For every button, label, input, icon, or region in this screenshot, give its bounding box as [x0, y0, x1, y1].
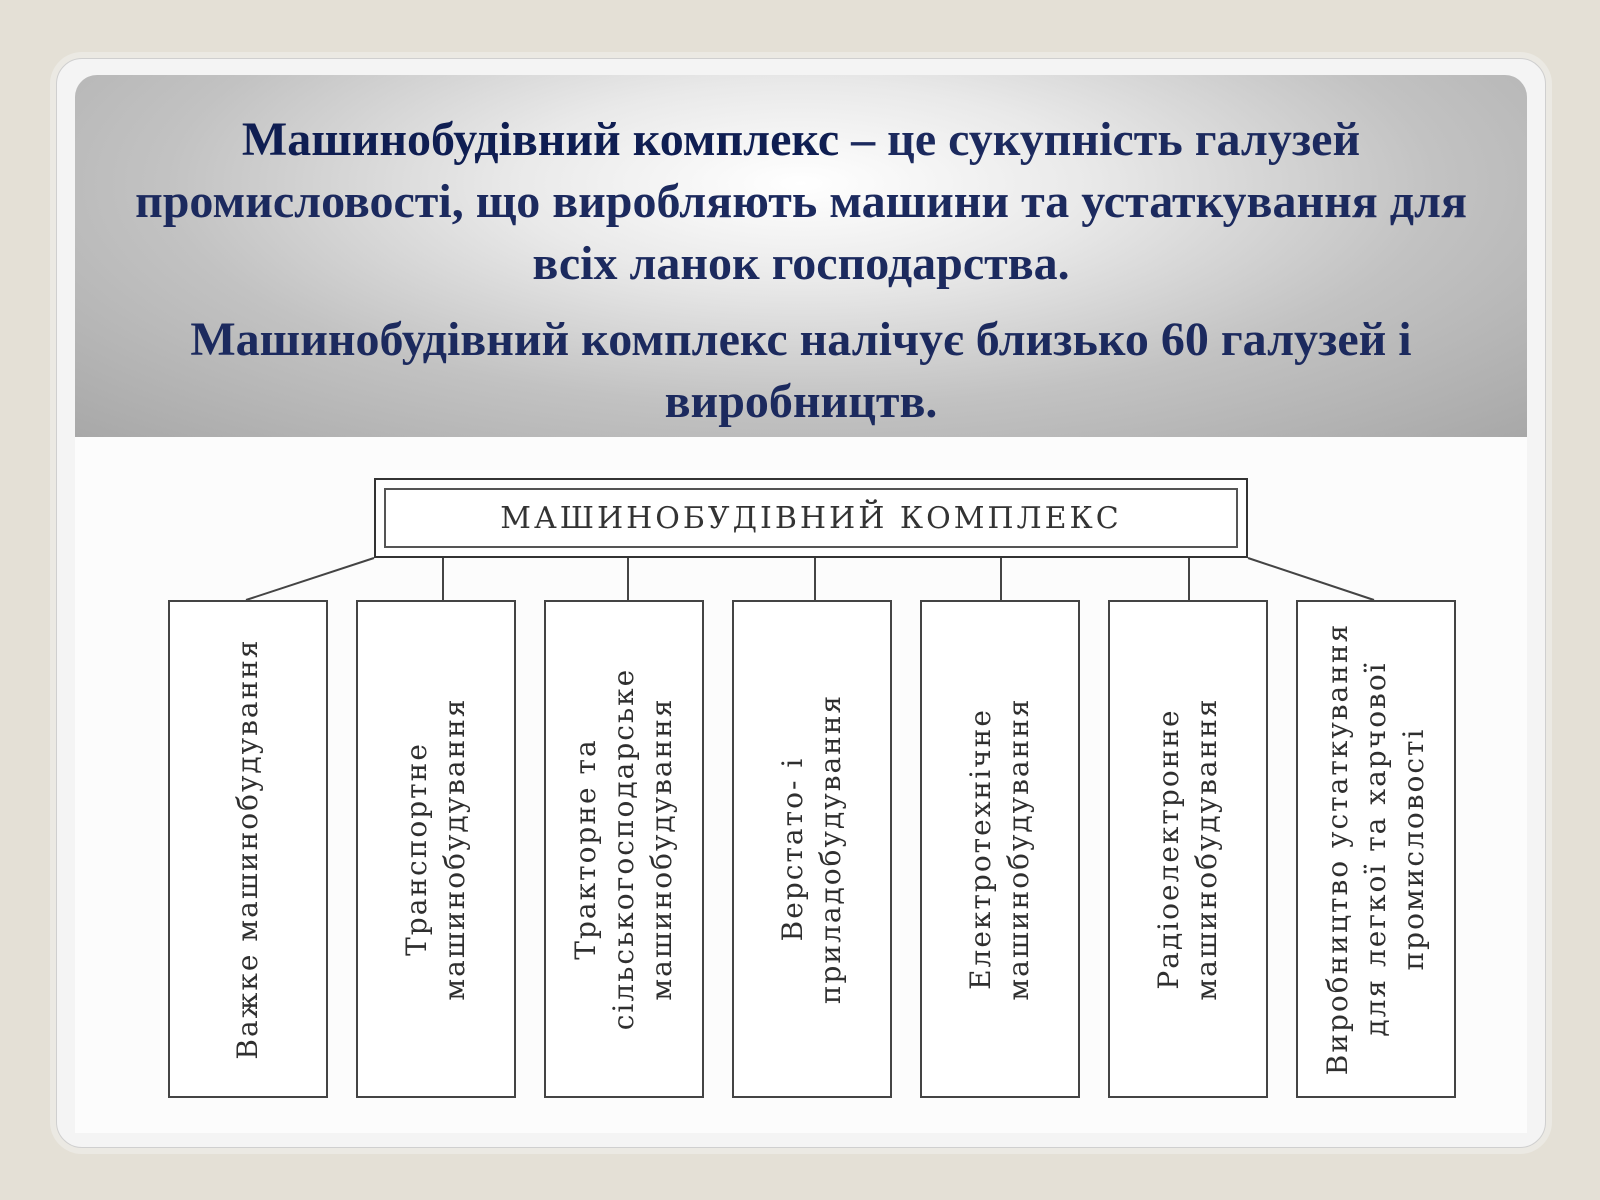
root-node: МАШИНОБУДІВНИЙ КОМПЛЕКС [374, 478, 1248, 558]
branch-label: Транспортне машинобудування [400, 697, 471, 1001]
definition-paragraph: Машинобудівний комплекс – це сукупність … [115, 109, 1487, 295]
branch-radioelectronic: Радіоелектронне машинобудування [1108, 600, 1268, 1098]
root-label: МАШИНОБУДІВНИЙ КОМПЛЕКС [384, 488, 1238, 548]
branch-machine-tool: Верстато- і приладобудування [732, 600, 892, 1098]
term-bold: Машинобудівний комплекс [241, 113, 840, 166]
note-paragraph: Машинобудівний комплекс налічує близько … [190, 313, 1412, 428]
branch-tractor-agri: Тракторне та сільськогосподарське машино… [544, 600, 704, 1098]
branch-light-food-equipment: Виробництво устаткування для легкої та х… [1296, 600, 1456, 1098]
branch-label: Верстато- і приладобудування [776, 693, 847, 1005]
branch-transport: Транспортне машинобудування [356, 600, 516, 1098]
branch-electrotechnical: Електротехнічне машинобудування [920, 600, 1080, 1098]
branch-label: Виробництво устаткування для легкої та х… [1321, 622, 1430, 1076]
connector-1 [245, 557, 375, 601]
branch-label: Електротехнічне машинобудування [964, 697, 1035, 1001]
branch-label: Тракторне та сільськогосподарське машино… [569, 667, 678, 1031]
branch-label: Важке машинобудування [231, 638, 264, 1060]
title-banner: Машинобудівний комплекс – це сукупність … [75, 75, 1527, 437]
branch-label: Радіоелектронне машинобудування [1152, 697, 1223, 1001]
connector-7 [1247, 557, 1375, 601]
branch-heavy: Важке машинобудування [168, 600, 328, 1098]
definition-text: – це сукупність галузей промисловості, щ… [135, 113, 1467, 290]
